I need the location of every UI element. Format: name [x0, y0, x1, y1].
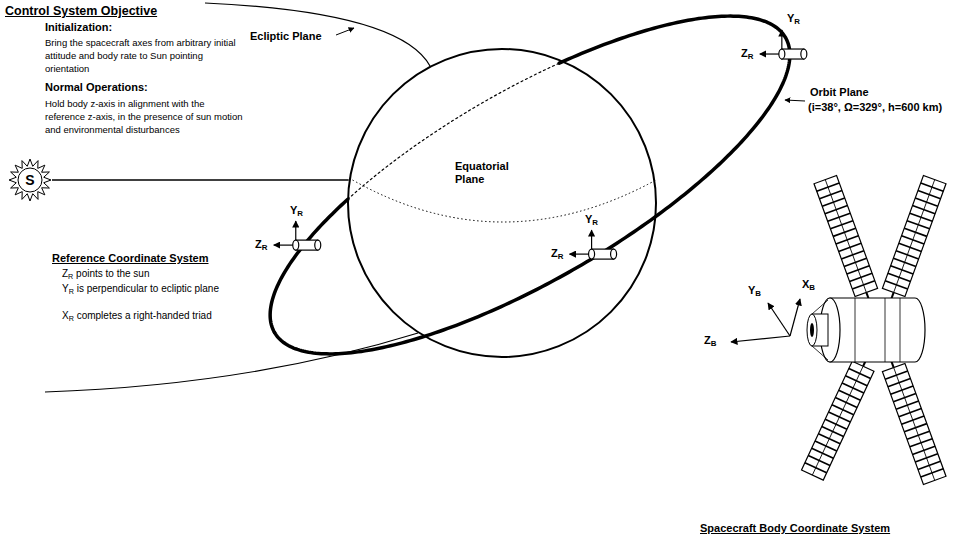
axis-label: ZR	[551, 247, 563, 260]
orbit-segment	[275, 16, 790, 354]
solar-panels	[802, 176, 946, 485]
axis-subscript: R	[794, 17, 800, 26]
section-heading: Spacecraft Body Coordinate System	[700, 522, 890, 535]
body-text: Bring the spacecraft axes from arbitrary…	[45, 37, 237, 75]
orbit-segment	[348, 63, 560, 199]
leader-line	[336, 28, 354, 35]
axis-letter: Z	[551, 247, 558, 259]
axis-letter: Z	[741, 47, 748, 59]
axis-subscript: R	[748, 52, 754, 61]
axis-label: ZB	[704, 334, 716, 347]
axis-label: YR	[787, 12, 800, 25]
axis-subscript: B	[809, 283, 815, 292]
axis-label: XB	[802, 278, 815, 291]
spacecraft-icon	[274, 221, 321, 250]
axis-label: ZR	[255, 238, 267, 251]
sun-symbol: S	[8, 158, 52, 202]
axis-subscript: B	[711, 339, 717, 348]
axis-label: YB	[748, 284, 761, 297]
subheading: Initialization:	[45, 21, 112, 34]
body-axes	[731, 299, 800, 342]
section-heading: Control System Objective	[5, 4, 157, 19]
axis-letter: Z	[255, 238, 262, 250]
plane-label: Orbit Plane	[810, 86, 869, 99]
axis-subscript: B	[755, 289, 761, 298]
axis-subscript: R	[262, 243, 268, 252]
body-text: Hold body z-axis in alignment with the r…	[45, 98, 245, 136]
ecliptic-curve	[205, 3, 430, 66]
axis-label: ZR	[741, 47, 753, 60]
sun-line	[52, 179, 349, 180]
axis-label: YR	[290, 204, 303, 217]
axis-letter: Y	[585, 213, 592, 225]
axis-definition: XR completes a right-handed triad	[62, 310, 262, 322]
spacecraft-icon	[760, 30, 807, 59]
axis-letter: X	[62, 310, 69, 321]
axis-label: YR	[585, 213, 598, 226]
axis-subscript: R	[68, 272, 73, 281]
section-heading: Reference Coordinate System	[52, 252, 209, 265]
axis-letter: Y	[62, 283, 69, 294]
orbit-segment	[270, 199, 348, 332]
axis-letter: Y	[787, 12, 794, 24]
text-run: completes a right-handed triad	[74, 310, 212, 321]
axis-definition: ZR points to the sun	[62, 268, 252, 280]
axis-definition: YR is perpendicular to ecliptic plane	[62, 283, 234, 295]
axis-letter: Y	[290, 204, 297, 216]
orbit-parameters: (i=38°, Ω=329°, h=600 km)	[808, 101, 942, 114]
earth-circle: Equatorial Plane	[347, 48, 657, 358]
text-run: is perpendicular to ecliptic plane	[74, 283, 219, 294]
axis-subscript: R	[69, 287, 74, 296]
axis-subscript: R	[592, 218, 598, 227]
spacecraft-icons	[274, 30, 807, 259]
axis-letter: Z	[704, 334, 711, 346]
sun-letter: S	[8, 158, 52, 202]
spacecraft-icon	[570, 230, 617, 259]
ecliptic-curve	[45, 333, 418, 392]
plane-label: Ecliptic Plane	[250, 30, 322, 43]
plane-label: Equatorial Plane	[455, 160, 529, 186]
leader-line	[785, 100, 805, 101]
axis-letter: Y	[748, 284, 755, 296]
axis-letter: Z	[62, 268, 68, 279]
axis-letter: X	[802, 278, 809, 290]
axis-subscript: R	[558, 252, 564, 261]
spacecraft-body	[807, 298, 925, 362]
subheading: Normal Operations:	[45, 81, 148, 94]
axis-subscript: R	[297, 209, 303, 218]
axis-subscript: R	[69, 314, 74, 323]
text-run: points to the sun	[73, 268, 149, 279]
equator-line	[349, 178, 656, 222]
circle-outline	[347, 48, 657, 358]
